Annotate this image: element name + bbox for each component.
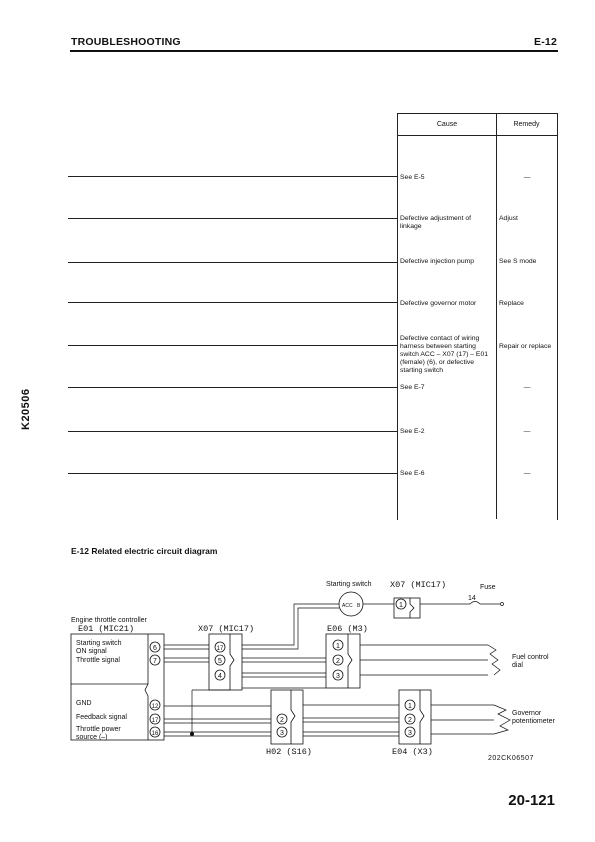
table-row-remedy: Replace	[499, 300, 524, 307]
table-header-rule	[397, 135, 557, 136]
header-title: TROUBLESHOOTING	[71, 36, 181, 48]
fuel-dial-label: Fuel control	[512, 654, 549, 661]
controller-id: E01 (MIC21)	[78, 624, 134, 634]
x07-connector	[208, 633, 243, 691]
signal-label: Throttle signal	[76, 657, 120, 664]
table-row-cause: See E-7	[400, 384, 425, 391]
table-row-cause: See E-5	[400, 174, 425, 181]
table-row-remedy: —	[523, 174, 531, 181]
table-row-cause: Defective governor motor	[400, 300, 477, 307]
pin-label: 3	[408, 730, 412, 737]
pin-label: 12	[152, 704, 159, 710]
pin-label: 2	[280, 717, 284, 724]
table-row-cause: Defective injection pump	[400, 258, 475, 265]
e04-connector	[398, 689, 432, 745]
controller-box	[70, 633, 165, 741]
pin-label: 1	[336, 643, 340, 650]
cause-remedy-table	[397, 113, 558, 520]
table-divider	[496, 113, 497, 519]
e06-label: E06 (M3)	[327, 624, 368, 634]
page-number: 20-121	[508, 792, 555, 809]
signal-label: Feedback signal	[76, 714, 127, 721]
acc-label: ACC	[342, 603, 353, 609]
table-row-line	[68, 431, 397, 432]
fuse-label: Fuse	[480, 584, 496, 591]
pin-label: 16	[152, 731, 159, 737]
section-title: E-12 Related electric circuit diagram	[71, 546, 218, 556]
e06-connector	[325, 633, 361, 689]
table-row-line	[68, 473, 397, 474]
table-row-cause: Defective adjustment of linkage	[400, 215, 472, 230]
b-label: B	[357, 603, 361, 609]
table-row-remedy: See S mode	[499, 258, 537, 265]
pin-label: 6	[153, 645, 157, 652]
signal-label: Throttle power	[76, 726, 121, 733]
table-row-cause: Defective contact of wiring harness betw…	[400, 335, 489, 374]
table-row-line	[68, 387, 397, 388]
column-header-remedy: Remedy	[513, 121, 540, 128]
starting-switch-connector	[393, 597, 421, 619]
figure-reference: 202CK06507	[488, 755, 534, 762]
table-row-remedy: Adjust	[499, 215, 518, 222]
pin-label: 17	[152, 718, 159, 724]
governor-pot-label: Governor	[512, 710, 542, 717]
pin-label: 7	[153, 658, 157, 665]
h02-label: H02 (S16)	[266, 747, 312, 757]
starting-switch-connector-label: X07 (MIC17)	[390, 580, 446, 590]
pin-label: 2	[408, 717, 412, 724]
pin-label: 1	[399, 602, 403, 609]
table-row-line	[68, 262, 397, 263]
signal-label: GND	[76, 700, 92, 707]
table-row-cause: See E-6	[400, 470, 425, 477]
table-row-remedy: Repair or replace	[499, 343, 552, 350]
column-header-cause: Cause	[436, 121, 458, 128]
table-row-line	[68, 218, 397, 219]
e04-label: E04 (X3)	[392, 747, 433, 757]
pin-label: 2	[336, 658, 340, 665]
starting-switch-label: Starting switch	[326, 581, 372, 588]
table-row-cause: See E-2	[400, 428, 425, 435]
table-row-remedy: —	[523, 384, 531, 391]
table-row-remedy: —	[523, 470, 531, 477]
pin-label: 3	[336, 673, 340, 680]
x07-label: X07 (MIC17)	[198, 624, 254, 634]
signal-label: ON signal	[76, 648, 107, 655]
pin-label: 4	[218, 673, 222, 680]
controller-title: Engine throttle controller	[71, 617, 148, 624]
header-rule	[70, 50, 558, 52]
pin-label: 3	[280, 730, 284, 737]
fuse-number: 14	[468, 595, 476, 602]
junction-dot	[190, 732, 194, 736]
table-row-line	[68, 176, 397, 177]
pin-label: 17	[217, 646, 224, 652]
governor-pot-label: potentiometer	[512, 718, 555, 725]
h02-connector	[270, 689, 304, 745]
fuel-dial-label: dial	[512, 662, 523, 669]
table-row-line	[68, 345, 397, 346]
pin-label: 1	[408, 703, 412, 710]
signal-label: Starting switch	[76, 640, 122, 647]
signal-label: source (–)	[76, 734, 108, 741]
table-row-line	[68, 302, 397, 303]
pin-label: 5	[218, 658, 222, 665]
header-code: E-12	[534, 36, 557, 48]
table-row-remedy: —	[523, 428, 531, 435]
